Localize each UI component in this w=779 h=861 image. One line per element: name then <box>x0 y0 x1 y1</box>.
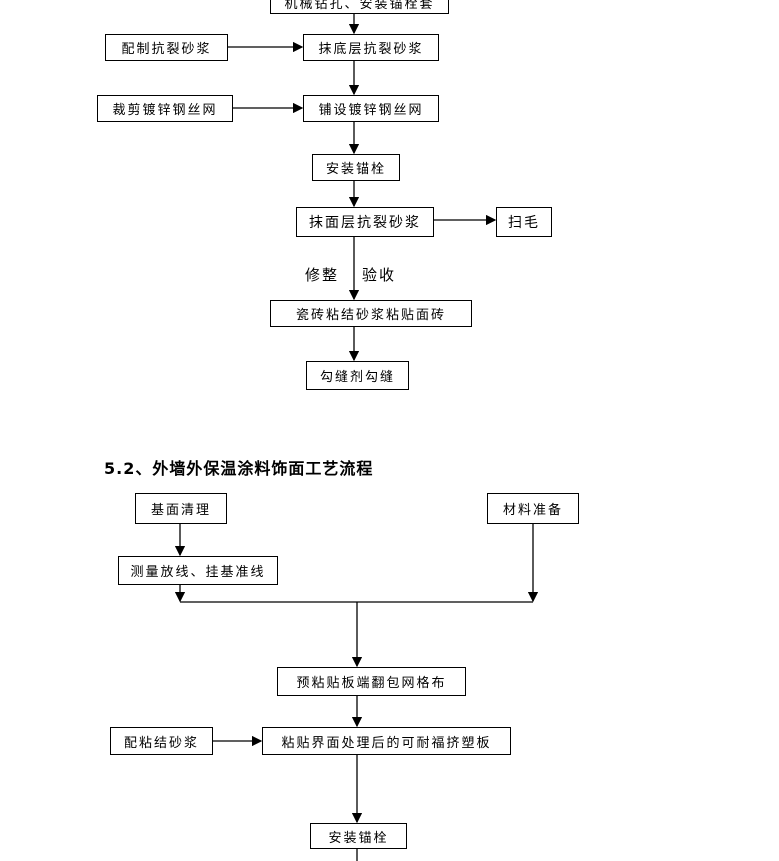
step-install-anchor: 安装锚栓 <box>312 154 400 181</box>
step-clean: 基面清理 <box>135 493 227 524</box>
step-lay-mesh: 铺设镀锌钢丝网 <box>303 95 439 122</box>
section-heading: 5.2、外墙外保温涂料饰面工艺流程 <box>104 459 374 478</box>
label-inspect: 验收 <box>362 266 397 284</box>
step-base-coat: 抹底层抗裂砂浆 <box>303 34 439 61</box>
step-mix-mortar: 配粘结砂浆 <box>110 727 213 755</box>
step-pre-mesh: 预粘贴板端翻包网格布 <box>277 667 466 696</box>
step-stick-board: 粘贴界面处理后的可耐福挤塑板 <box>262 727 511 755</box>
step-drill-anchor-sleeve: 机械钻孔、安装锚栓套 <box>270 0 449 14</box>
step-tile: 瓷砖粘结砂浆粘贴面砖 <box>270 300 472 327</box>
step-measure: 测量放线、挂基准线 <box>118 556 278 585</box>
step-grout: 勾缝剂勾缝 <box>306 361 409 390</box>
step-prepare-mortar: 配制抗裂砂浆 <box>105 34 228 61</box>
step-materials: 材料准备 <box>487 493 579 524</box>
step-roughen: 扫毛 <box>496 207 552 237</box>
step-finish-coat: 抹面层抗裂砂浆 <box>296 207 434 237</box>
step-cut-mesh: 裁剪镀锌钢丝网 <box>97 95 233 122</box>
step-install-anchor-2: 安装锚栓 <box>310 823 407 849</box>
label-trim: 修整 <box>305 266 340 284</box>
